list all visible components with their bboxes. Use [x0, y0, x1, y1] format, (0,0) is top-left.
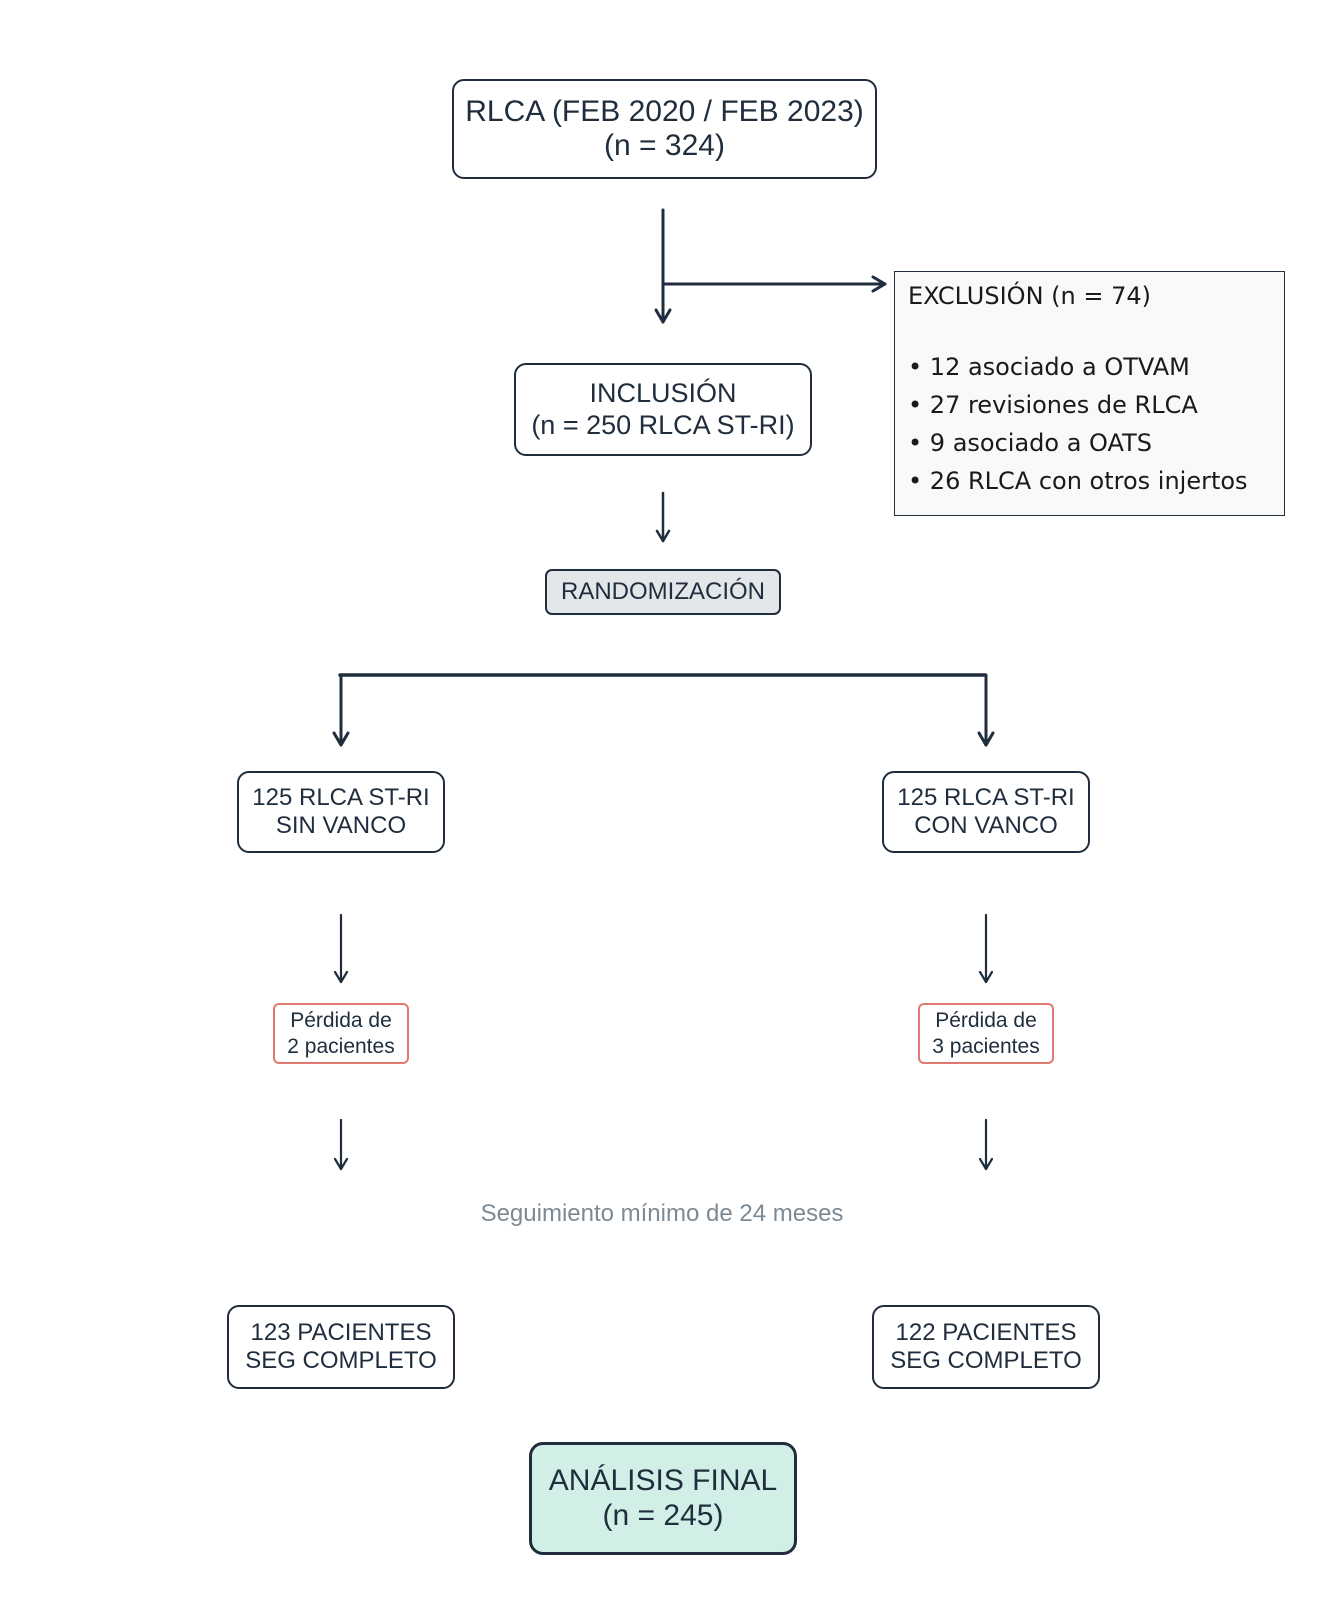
inclusion-count: (n = 250 RLCA ST-RI) — [531, 409, 795, 440]
inclusion-box: INCLUSIÓN (n = 250 RLCA ST-RI) — [514, 363, 812, 456]
group-sin-vanco-label: SIN VANCO — [275, 812, 407, 839]
arrow-left-to-loss-head — [333, 970, 349, 984]
loss-sin-vanco-label: Pérdida de — [290, 1009, 392, 1033]
list-item: 27 revisiones de RLCA — [908, 386, 1271, 424]
total-rlca-box: RLCA (FEB 2020 / FEB 2023) (n = 324) — [452, 79, 877, 179]
group-con-vanco-box: 125 RLCA ST-RI CON VANCO — [882, 771, 1090, 853]
complete-con-vanco-box: 122 PACIENTES SEG COMPLETO — [872, 1305, 1100, 1389]
arrow-right-to-loss-head — [978, 970, 994, 984]
loss-con-vanco-label: Pérdida de — [935, 1009, 1037, 1033]
group-sin-vanco-box: 125 RLCA ST-RI SIN VANCO — [237, 771, 445, 853]
arrow-left-loss-down-head — [333, 1157, 349, 1171]
final-analysis-box: ANÁLISIS FINAL (n = 245) — [529, 1442, 797, 1555]
final-analysis-count: (n = 245) — [602, 1498, 724, 1532]
followup-note: Seguimiento mínimo de 24 meses — [480, 1200, 844, 1227]
total-rlca-count: (n = 324) — [604, 129, 725, 162]
arrow-inclusion-to-randomization-head — [655, 529, 671, 543]
arrow-right-loss-down-head — [978, 1157, 994, 1171]
loss-sin-vanco-count: 2 pacientes — [287, 1034, 395, 1058]
final-analysis-title: ANÁLISIS FINAL — [548, 1464, 778, 1497]
arrow-top-to-inclusion-head — [654, 308, 672, 324]
randomization-box: RANDOMIZACIÓN — [545, 569, 781, 615]
complete-sin-vanco-box: 123 PACIENTES SEG COMPLETO — [227, 1305, 455, 1389]
loss-con-vanco-count: 3 pacientes — [932, 1034, 1040, 1058]
randomization-label: RANDOMIZACIÓN — [561, 578, 765, 606]
list-item: 9 asociado a OATS — [908, 424, 1271, 462]
complete-sin-vanco-label: SEG COMPLETO — [245, 1347, 437, 1374]
complete-sin-vanco-count: 123 PACIENTES — [250, 1319, 432, 1347]
loss-sin-vanco-box: Pérdida de 2 pacientes — [273, 1003, 409, 1064]
exclusion-box: EXCLUSIÓN (n = 74) 12 asociado a OTVAM 2… — [894, 271, 1285, 516]
group-con-vanco-count: 125 RLCA ST-RI — [897, 784, 1075, 812]
complete-con-vanco-count: 122 PACIENTES — [895, 1319, 1077, 1347]
arrow-split-to-right-head — [977, 731, 995, 747]
group-sin-vanco-count: 125 RLCA ST-RI — [252, 784, 430, 812]
arrow-split-to-left-head — [332, 731, 350, 747]
exclusion-list: 12 asociado a OTVAM 27 revisiones de RLC… — [908, 348, 1271, 500]
list-item: 12 asociado a OTVAM — [908, 348, 1271, 386]
arrow-to-exclusion-head — [871, 275, 887, 293]
total-rlca-title: RLCA (FEB 2020 / FEB 2023) — [465, 94, 864, 128]
group-con-vanco-label: CON VANCO — [914, 812, 1058, 839]
loss-con-vanco-box: Pérdida de 3 pacientes — [918, 1003, 1054, 1064]
complete-con-vanco-label: SEG COMPLETO — [890, 1347, 1082, 1374]
exclusion-title: EXCLUSIÓN (n = 74) — [908, 282, 1151, 310]
inclusion-title: INCLUSIÓN — [589, 378, 737, 409]
list-item: 26 RLCA con otros injertos — [908, 462, 1271, 500]
